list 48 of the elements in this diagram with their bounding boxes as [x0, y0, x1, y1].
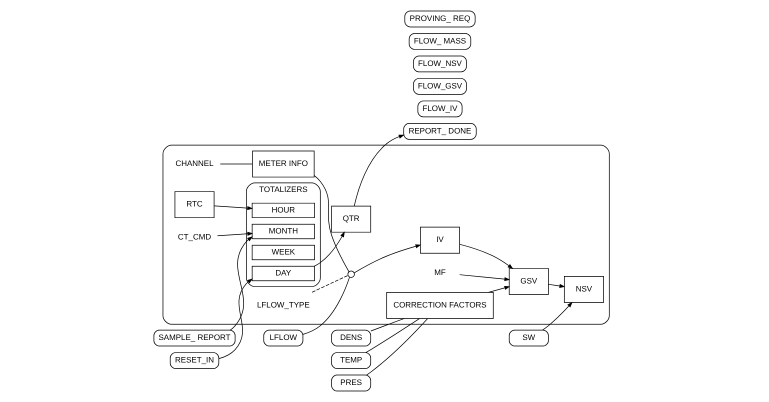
arrow [459, 274, 510, 282]
connector [370, 318, 404, 332]
node-switch [348, 270, 355, 278]
arrow [459, 244, 514, 270]
node-box: METER INFO [252, 150, 315, 178]
node-text: CT_CMD [178, 232, 212, 242]
node-text: LFLOW_TYPE [256, 300, 310, 310]
cluster [162, 144, 610, 325]
node-box: DENS [331, 330, 372, 346]
node-box: RTC [174, 191, 214, 218]
node-box: NSV [564, 276, 604, 303]
node-box: SW [508, 330, 549, 346]
node-box: FLOW_IV [418, 100, 462, 118]
connector [302, 276, 350, 335]
arrow [217, 232, 254, 236]
node-box: RESET_IN [170, 352, 220, 369]
arrow [230, 236, 253, 330]
node-box: DAY [252, 266, 315, 282]
connector [312, 275, 348, 293]
arrow [354, 134, 405, 206]
connector [314, 175, 350, 272]
node-box: HOUR [252, 202, 315, 218]
arrow [218, 278, 254, 359]
connector [366, 318, 428, 376]
arrow [488, 286, 510, 293]
node-box: REPORT_ DONE [403, 123, 477, 140]
arrow [548, 284, 566, 288]
node-box: CORRECTION FACTORS [386, 292, 494, 319]
node-box: QTR [331, 206, 372, 233]
arrow [354, 244, 422, 274]
node-box: FLOW_ MASS [408, 33, 472, 50]
node-box: PRES [331, 374, 372, 392]
arrow [214, 206, 254, 210]
node-box: FLOW_NSV [413, 56, 467, 72]
node-box: MONTH [252, 224, 315, 240]
node-box: WEEK [252, 244, 315, 260]
node-box: TEMP [331, 352, 372, 369]
node-box: FLOW_GSV [413, 78, 467, 95]
node-text: CHANNEL [175, 159, 214, 168]
node-box: LFLOW [263, 330, 304, 346]
connector [366, 318, 420, 353]
node-box: IV [420, 226, 460, 254]
node-box: PROVING_ REQ [404, 10, 476, 28]
node-box: SAMPLE_ REPORT [154, 330, 236, 346]
arrow [314, 231, 345, 267]
node-text: MF [434, 268, 446, 277]
node-box: GSV [508, 268, 549, 295]
arrow [542, 302, 573, 330]
